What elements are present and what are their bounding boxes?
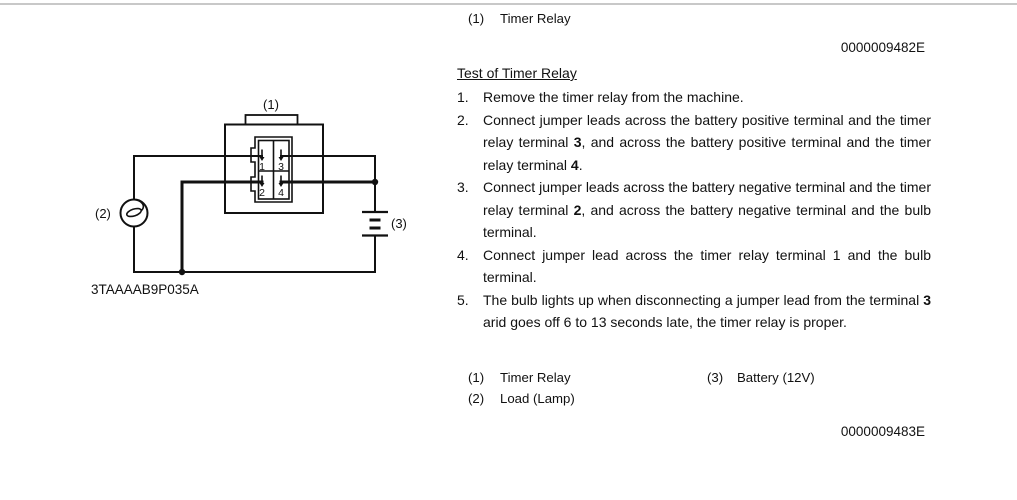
figure-code-top: 0000009482E (840, 40, 925, 55)
step-text-part: . (578, 156, 583, 173)
step-text-part: Connect jumper lead across the timer rel… (483, 246, 931, 286)
relay-callout-label: (1) (263, 97, 279, 112)
wire-bottom-to-terminal2 (180, 180, 264, 274)
diagram-part-number: 3TAAAAB9P035A (91, 282, 199, 297)
step-item-5: 5. The bulb lights up when disconnecting… (457, 289, 933, 334)
step-number: 1. (457, 89, 469, 105)
step-text-part: Remove the timer relay from the machine. (483, 89, 744, 105)
step-text-part: arid goes off 6 to 13 seconds late, the … (483, 314, 847, 330)
legend-number: (3) (707, 370, 724, 385)
wire-bottom-loop (133, 225, 376, 273)
load-callout-label: (2) (95, 206, 111, 221)
step-text: Connect jumper lead across the timer rel… (483, 244, 933, 289)
figure-caption-top: (1) Timer Relay (468, 10, 571, 27)
figure-legend: (1) Timer Relay (2) Load (Lamp) (3) Batt… (457, 367, 933, 409)
step-item-1: 1. Remove the timer relay from the machi… (457, 86, 933, 109)
junction-dot-bottom (178, 268, 186, 276)
figure-code-bottom: 0000009483E (840, 424, 925, 439)
step-number: 5. (457, 291, 469, 308)
terminal-pin-3 (278, 149, 284, 161)
legend-item-1: (1) Timer Relay (457, 367, 933, 388)
step-item-3: 3. Connect jumper leads across the batte… (457, 176, 933, 244)
wire-terminal3-to-battery (280, 155, 376, 212)
relay-tab (244, 114, 299, 126)
step-text-part-bold: 4 (570, 156, 579, 173)
junction-dot-right (371, 178, 379, 186)
legend-number: (2) (468, 391, 485, 406)
step-item-4: 4. Connect jumper lead across the timer … (457, 244, 933, 289)
step-item-2: 2. Connect jumper leads across the batte… (457, 109, 933, 177)
step-text-part: , and across the battery negative termin… (483, 201, 931, 241)
legend-label: Timer Relay (500, 370, 571, 385)
wires (133, 155, 377, 274)
terminal-pin-4 (278, 175, 284, 187)
legend-item-2: (2) Load (Lamp) (457, 388, 933, 409)
legend-label: Battery (12V) (737, 370, 815, 385)
step-text: Connect jumper leads across the battery … (483, 109, 933, 177)
wire-lamp-to-terminal1 (133, 155, 263, 201)
step-number: 3. (457, 179, 469, 195)
step-text: Remove the timer relay from the machine. (483, 86, 933, 109)
lamp-symbol (119, 198, 149, 228)
terminal-number-1: 1 (259, 161, 265, 173)
terminal-pins (259, 149, 284, 187)
terminal-number-3: 3 (278, 161, 284, 173)
legend-number: (1) (468, 370, 485, 385)
legend-label: Load (Lamp) (500, 391, 575, 406)
step-text-part: Connect jumper leads across the battery … (483, 179, 931, 218)
section-heading: Test of Timer Relay (457, 65, 577, 81)
step-text: The bulb lights up when disconnecting a … (483, 289, 933, 334)
caption-label: Timer Relay (500, 11, 571, 26)
step-text-part-bold: 3 (573, 134, 582, 150)
step-text-part: , and across the battery positive termin… (483, 134, 932, 173)
terminal-number-2: 2 (259, 187, 265, 199)
battery-callout-label: (3) (391, 216, 407, 231)
step-text-part-bold: 3 (923, 291, 931, 308)
step-text-part: Connect jumper leads across the battery … (483, 111, 931, 151)
step-number: 2. (457, 111, 469, 128)
top-divider-rule (0, 3, 1017, 5)
relay-box (224, 123, 324, 214)
terminal-pin-1 (259, 149, 265, 161)
step-text-part-bold: 2 (573, 201, 582, 218)
legend-item-3: (3) Battery (12V) (707, 367, 815, 388)
connector-housing (250, 136, 293, 203)
circuit-diagram: (1) 1 3 2 4 (91, 97, 407, 297)
instructions-section: Test of Timer Relay 1. Remove the timer … (457, 62, 933, 334)
battery-symbol (362, 210, 388, 237)
step-text-part: The bulb lights up when disconnecting a … (483, 291, 924, 308)
step-number: 4. (457, 246, 469, 263)
terminal-pin-2 (259, 175, 265, 187)
terminal-number-4: 4 (278, 187, 284, 199)
caption-number: (1) (468, 11, 485, 26)
step-text: Connect jumper leads across the battery … (483, 176, 933, 244)
